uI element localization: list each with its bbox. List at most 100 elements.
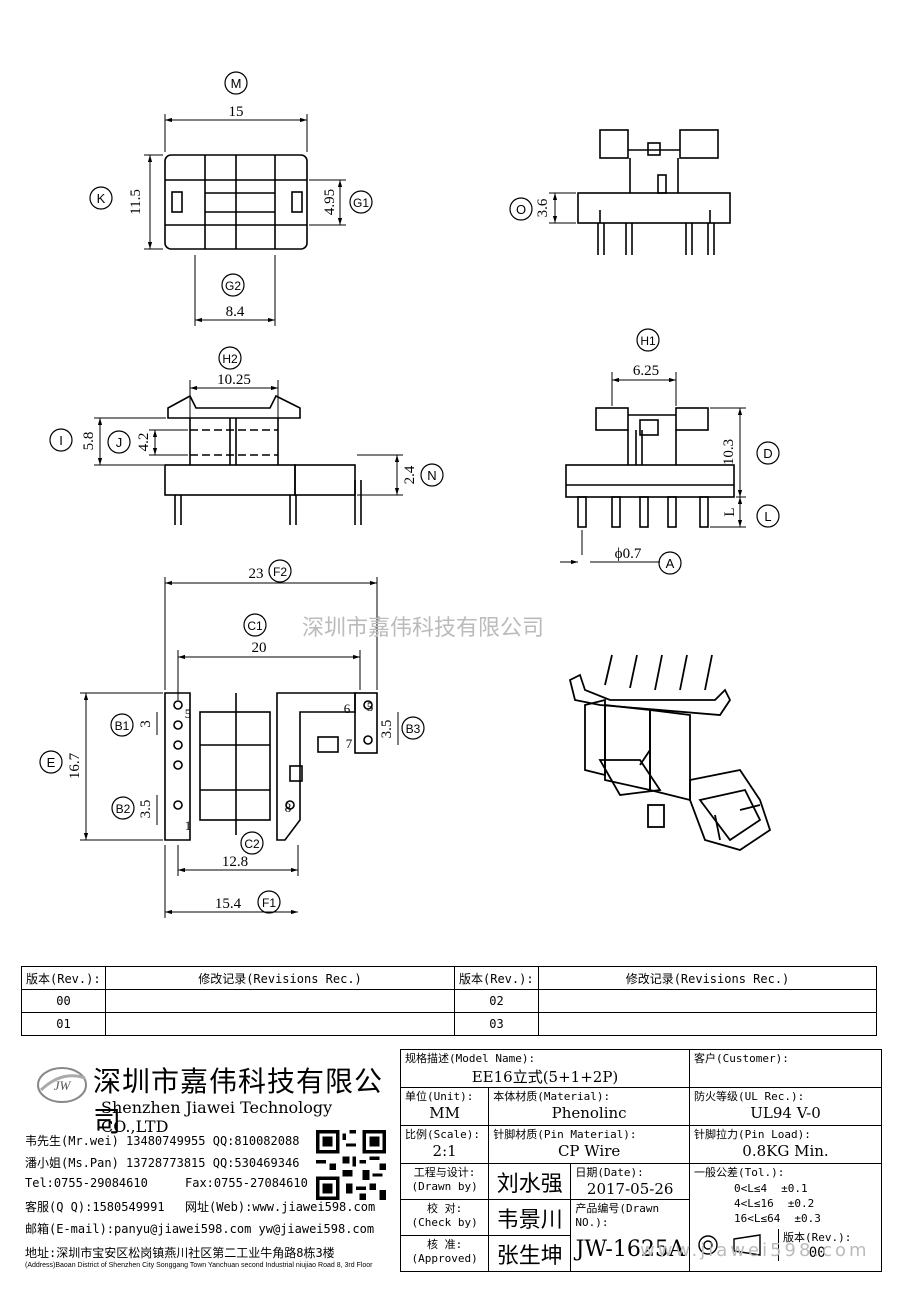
dim-23: 23 bbox=[249, 566, 264, 582]
side-view-h2 bbox=[94, 380, 403, 525]
company-name-en: Shenzhen Jiawei Technology CO.,LTD bbox=[101, 1098, 333, 1136]
company-name-cn: 深圳市嘉伟科技有限公司 bbox=[93, 1065, 384, 1138]
technical-drawing: M 15 K 11.5 G1 4.95 G2 8.4 O 3.6 H2 10.2… bbox=[39, 71, 780, 918]
pin-material-label: 针脚材质(Pin Material): bbox=[493, 1128, 637, 1141]
tol1-range: 0<L≤4 bbox=[734, 1182, 768, 1195]
callout-b2: B2 bbox=[116, 802, 131, 816]
dim-15: 15 bbox=[229, 104, 244, 120]
tol1-val: ±0.1 bbox=[781, 1182, 808, 1195]
scale-label: 比例(Scale): bbox=[405, 1128, 480, 1141]
fax: Fax:0755-27084610 bbox=[185, 1176, 308, 1190]
revision-table: 版本(Rev.): 修改记录(Revisions Rec.) 版本(Rev.):… bbox=[21, 966, 877, 1036]
callout-i: I bbox=[59, 433, 63, 448]
dim-3: 3 bbox=[138, 720, 154, 728]
website[interactable]: 网址(Web):www.jiawei598.com bbox=[185, 1200, 376, 1214]
callout-h1: H1 bbox=[640, 334, 656, 348]
callout-f2: F2 bbox=[273, 565, 287, 579]
pin-material-value: CP Wire bbox=[557, 1142, 621, 1160]
dim-3-5-left: 3.5 bbox=[138, 800, 154, 819]
dim-6-25: 6.25 bbox=[633, 363, 659, 379]
pin-load-value: 0.8KG Min. bbox=[742, 1142, 829, 1160]
customer-label: 客户(Customer): bbox=[694, 1052, 789, 1065]
address-en: (Address)Baoan District of Shenzhen City… bbox=[25, 1262, 373, 1269]
rec-header-1: 修改记录(Revisions Rec.) bbox=[105, 966, 455, 990]
material-label: 本体材质(Material): bbox=[493, 1090, 611, 1103]
unit-value: MM bbox=[429, 1104, 460, 1122]
company-logo: JW bbox=[37, 1067, 87, 1103]
material-value: Phenolinc bbox=[551, 1104, 627, 1122]
callout-j: J bbox=[116, 435, 123, 450]
pin-8: 8 bbox=[285, 800, 292, 815]
callout-b3: B3 bbox=[406, 722, 421, 736]
dim-5-8: 5.8 bbox=[81, 432, 97, 451]
top-view bbox=[144, 114, 346, 326]
callout-m: M bbox=[231, 76, 242, 91]
contact-wei: 韦先生(Mr.wei) 13480749955 QQ:810082088 bbox=[25, 1134, 300, 1148]
callout-e: E bbox=[47, 755, 56, 770]
watermark: 深圳市嘉伟科技有限公司 bbox=[302, 616, 545, 641]
check-label: 校 对: bbox=[426, 1202, 463, 1215]
approved-label: 核 准: bbox=[426, 1238, 463, 1251]
rev-value: 00 bbox=[808, 1245, 826, 1261]
contact-pan: 潘小姐(Ms.Pan) 13728773815 QQ:530469346 bbox=[25, 1156, 300, 1170]
check-value: 韦景川 bbox=[488, 1199, 572, 1236]
approved-value: 张生坤 bbox=[488, 1235, 572, 1272]
rev-cell: 03 bbox=[454, 1012, 539, 1036]
bottom-view bbox=[80, 577, 399, 918]
table-row: 01 03 bbox=[21, 1012, 877, 1036]
tol2-val: ±0.2 bbox=[787, 1197, 815, 1210]
isometric-view bbox=[568, 654, 772, 851]
rev-label: 版本(Rev.): bbox=[783, 1231, 852, 1244]
callout-c2: C2 bbox=[244, 837, 260, 851]
callout-circles bbox=[39, 71, 780, 914]
model-value: EE16立式(5+1+2P) bbox=[471, 1068, 619, 1086]
callout-f1: F1 bbox=[262, 896, 276, 910]
svg-text:JW: JW bbox=[54, 1078, 72, 1093]
unit-label: 单位(Unit): bbox=[405, 1090, 474, 1103]
drawn-sub: (Drawn by) bbox=[411, 1180, 478, 1193]
pin-6: 6 bbox=[344, 701, 351, 716]
tol3-range: 16<L≤64 bbox=[734, 1212, 781, 1225]
pin-1: 1 bbox=[185, 818, 192, 833]
rev-cell: 01 bbox=[21, 1012, 106, 1036]
rev-cell: 00 bbox=[21, 989, 106, 1013]
date-value: 2017-05-26 bbox=[586, 1180, 674, 1198]
callout-a: A bbox=[666, 556, 675, 571]
service-qq: 客服(Q Q):1580549991 bbox=[25, 1200, 165, 1214]
callout-g2: G2 bbox=[225, 279, 241, 293]
pin-5-left: 5 bbox=[185, 706, 192, 721]
dim-2-4: 2.4 bbox=[402, 465, 418, 484]
dim-16-7: 16.7 bbox=[67, 752, 83, 779]
approved-sub: (Approved) bbox=[411, 1252, 478, 1265]
ul-value: UL94 V-0 bbox=[750, 1104, 821, 1122]
check-sub: (Check by) bbox=[411, 1216, 478, 1229]
dim-15-4: 15.4 bbox=[215, 896, 242, 912]
callout-c1: C1 bbox=[247, 619, 263, 633]
rec-header-2: 修改记录(Revisions Rec.) bbox=[538, 966, 877, 990]
title-block: 规格描述(Model Name): EE16立式(5+1+2P) 客户(Cust… bbox=[399, 1049, 882, 1272]
tel: Tel:0755-29084610 bbox=[25, 1176, 148, 1190]
watermark-url: www.jiawei598.com bbox=[640, 1240, 870, 1261]
side-view-h1 bbox=[560, 372, 746, 565]
projection-symbol-icon bbox=[698, 1234, 761, 1256]
tol-label: 一般公差(Tol.): bbox=[694, 1166, 785, 1179]
model-label: 规格描述(Model Name): bbox=[405, 1052, 536, 1065]
callout-h2: H2 bbox=[222, 352, 238, 366]
dim-12-8: 12.8 bbox=[222, 854, 248, 870]
qr-code bbox=[316, 1130, 386, 1200]
email[interactable]: 邮箱(E-mail):panyu@jiawei598.com yw@jiawei… bbox=[25, 1222, 375, 1236]
pin-5-right: 5 bbox=[367, 699, 374, 714]
callout-g1: G1 bbox=[353, 196, 369, 210]
callout-b1: B1 bbox=[115, 719, 130, 733]
callout-l: L bbox=[764, 509, 771, 524]
rev-header-2: 版本(Rev.): bbox=[454, 966, 539, 990]
dim-4-95: 4.95 bbox=[322, 189, 338, 215]
callout-k: K bbox=[97, 191, 106, 206]
address-cn: 地址:深圳市宝安区松岗镇燕川社区第二工业牛角路8栋3楼 bbox=[25, 1246, 335, 1260]
callout-d: D bbox=[763, 446, 772, 461]
rev-cell: 02 bbox=[454, 989, 539, 1013]
dim-8-4: 8.4 bbox=[226, 304, 245, 320]
dim-20: 20 bbox=[252, 640, 267, 656]
callout-n: N bbox=[427, 468, 436, 483]
drawn-value: 刘水强 bbox=[488, 1163, 572, 1200]
